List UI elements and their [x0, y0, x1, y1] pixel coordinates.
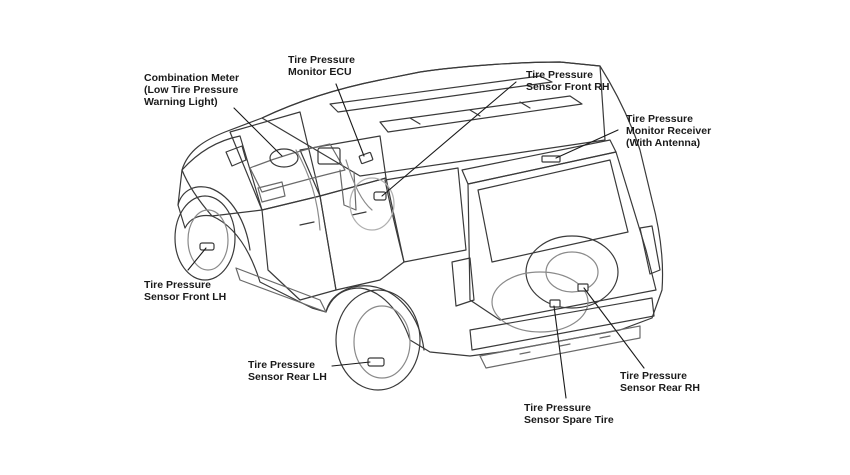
rear-bumper — [469, 297, 655, 351]
rear-window — [477, 159, 629, 263]
hood — [181, 135, 263, 217]
label-monitor-receiver: Tire Pressure Monitor Receiver (With Ant… — [626, 113, 712, 149]
dashboard — [249, 143, 346, 193]
front-left-wheel — [174, 195, 236, 281]
roof-rail-front — [329, 75, 553, 113]
sensor-front-lh — [199, 242, 215, 251]
label-sensor-rear-lh: Tire Pressure Sensor Rear LH — [248, 359, 327, 383]
combination-meter — [269, 148, 299, 168]
leader-sensor-front-lh — [187, 247, 207, 271]
side-rear-window — [384, 167, 467, 263]
leader-sensor-spare — [553, 305, 567, 399]
side-mirror — [225, 145, 247, 167]
roof-rail-rear — [379, 95, 583, 133]
label-sensor-front-rh: Tire Pressure Sensor Front RH — [526, 69, 610, 93]
sensor-rear-rh — [577, 283, 589, 292]
spare-tire — [525, 235, 619, 309]
tail-light-left — [451, 257, 475, 307]
monitor-ecu-unit — [358, 151, 374, 165]
rear-spoiler — [461, 139, 617, 185]
leader-monitor-receiver — [555, 129, 619, 159]
front-door — [261, 195, 337, 301]
vehicle-roof — [261, 61, 606, 177]
center-console-display — [317, 147, 341, 165]
rear-left-wheel — [335, 289, 421, 391]
rear-door — [319, 177, 405, 291]
sensor-spare-tire — [549, 299, 561, 308]
leader-monitor-ecu — [335, 83, 365, 157]
leader-sensor-rear-rh — [583, 287, 645, 369]
label-monitor-ecu: Tire Pressure Monitor ECU — [288, 54, 355, 78]
sensor-front-rh — [373, 191, 387, 201]
label-sensor-spare: Tire Pressure Sensor Spare Tire — [524, 402, 614, 426]
monitor-receiver-unit — [541, 155, 561, 163]
leader-sensor-rear-lh — [331, 361, 371, 367]
label-combination-meter: Combination Meter (Low Tire Pressure War… — [144, 72, 240, 108]
label-sensor-rear-rh: Tire Pressure Sensor Rear RH — [620, 370, 700, 394]
leader-sensor-front-rh — [381, 81, 517, 197]
label-sensor-front-lh: Tire Pressure Sensor Front LH — [144, 279, 227, 303]
vehicle-body-outline — [177, 61, 664, 357]
tail-light-right — [639, 225, 661, 275]
leader-combination-meter — [233, 107, 283, 157]
rear-hatch — [467, 151, 657, 321]
